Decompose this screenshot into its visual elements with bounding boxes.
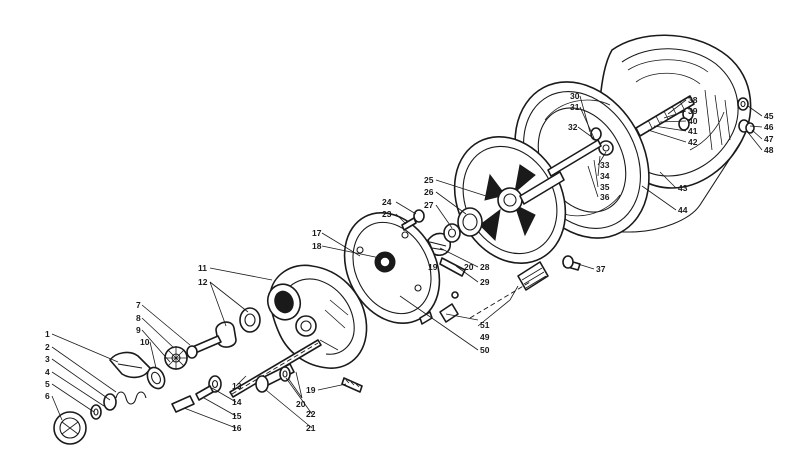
callout-14: 14: [232, 397, 242, 407]
drum-bolt: [562, 255, 581, 271]
callout-17: 17: [312, 228, 322, 238]
callout-26: 26: [424, 187, 434, 197]
hub-cap: [53, 411, 87, 445]
callout-10: 10: [140, 337, 150, 347]
callout-33: 33: [600, 160, 610, 170]
callout-8: 8: [136, 313, 141, 323]
callout-34: 34: [600, 171, 610, 181]
callout-36: 36: [600, 192, 610, 202]
callout-7: 7: [136, 300, 141, 310]
callout-39: 39: [688, 106, 698, 116]
callout-49: 49: [480, 332, 490, 342]
callout-42: 42: [688, 137, 698, 147]
callout-12: 12: [198, 277, 208, 287]
assembly-axis: [469, 281, 531, 319]
bearing-race: [443, 207, 483, 243]
callout-9: 9: [136, 325, 141, 335]
callout-22: 22: [306, 409, 316, 419]
callout-35: 35: [600, 182, 610, 192]
callout-40: 40: [688, 116, 698, 126]
callout-41: 41: [688, 126, 698, 136]
callout-48: 48: [764, 145, 774, 155]
callout-43: 43: [678, 183, 688, 193]
coil-spring: [103, 391, 147, 411]
callout-19b: 19: [428, 262, 438, 272]
stud-bolt: [341, 377, 363, 393]
callout-15: 15: [232, 411, 242, 421]
center-washer: [279, 366, 291, 382]
callout-46: 46: [764, 122, 774, 132]
callout-20b: 20: [464, 262, 474, 272]
callout-16: 16: [232, 423, 242, 433]
front-housing: [266, 264, 368, 369]
callout-13: 13: [232, 381, 242, 391]
callout-32: 32: [568, 122, 578, 132]
callout-24: 24: [382, 197, 392, 207]
callout-47: 47: [764, 134, 774, 144]
callout-11: 11: [198, 263, 207, 273]
callout-51: 51: [480, 320, 490, 330]
washer-ring: [146, 366, 166, 390]
callout-27: 27: [424, 200, 434, 210]
callout-31: 31: [570, 102, 580, 112]
callout-50: 50: [480, 345, 490, 355]
callout-19a: 19: [306, 385, 316, 395]
flywheel-disk: [343, 211, 441, 325]
callout-3: 3: [45, 354, 50, 364]
callout-23: 23: [382, 209, 392, 219]
ribbed-block: [517, 261, 549, 291]
callout-38: 38: [688, 95, 698, 105]
callout-labels: 1 2 3 4 5 6 7 8 9 10 11 12 13 14 15 16 1…: [45, 91, 774, 433]
callout-25: 25: [424, 175, 434, 185]
main-shaft: [229, 339, 322, 398]
callout-5: 5: [45, 379, 50, 389]
threaded-axle: [635, 95, 695, 137]
callout-4: 4: [45, 367, 50, 377]
callout-29: 29: [480, 277, 490, 287]
lever-bracket: [109, 351, 151, 379]
callout-18: 18: [312, 241, 322, 251]
callout-28: 28: [480, 262, 490, 272]
lug-nut-set: [737, 97, 755, 134]
callout-2: 2: [45, 342, 50, 352]
callout-45: 45: [764, 111, 774, 121]
callout-20a: 20: [296, 399, 306, 409]
pin-bolt: [186, 335, 222, 359]
small-screw: [401, 209, 425, 231]
callout-21: 21: [306, 423, 316, 433]
spring-washer: [90, 404, 102, 420]
callout-44: 44: [678, 205, 688, 215]
shaft-bolt: [171, 385, 214, 413]
callout-6: 6: [45, 391, 50, 401]
wheel-hub: [453, 136, 567, 264]
callout-30: 30: [570, 91, 580, 101]
small-gear: [164, 346, 188, 370]
bushing-pair: [215, 307, 261, 348]
leader-lines: [51, 95, 763, 429]
callout-1: 1: [45, 329, 50, 339]
callout-37: 37: [596, 264, 606, 274]
